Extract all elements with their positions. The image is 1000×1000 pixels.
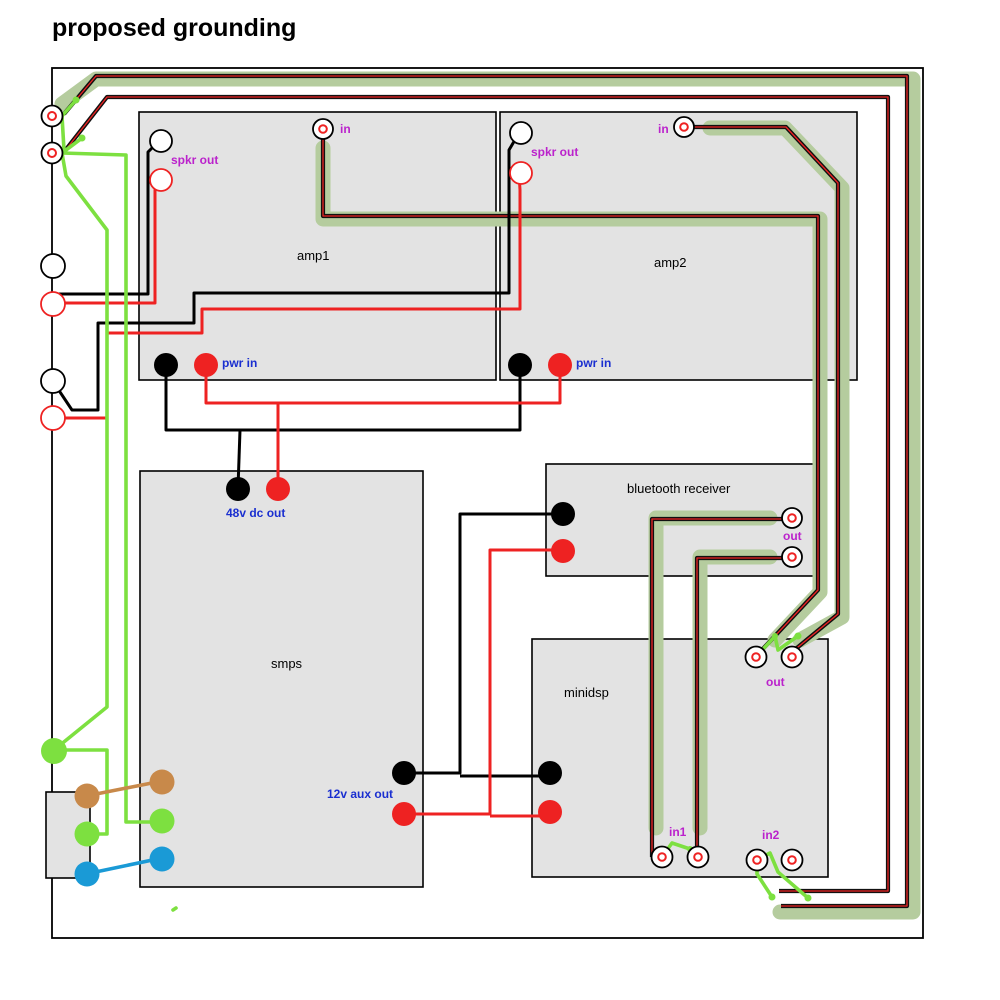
amp2-pwr-in-label: pwr in bbox=[576, 356, 611, 370]
dsp-out-jack bbox=[780, 645, 804, 669]
amp1-label: amp1 bbox=[297, 248, 330, 263]
page-title: proposed grounding bbox=[52, 14, 297, 42]
bt-out-jack bbox=[781, 507, 803, 529]
speaker-terminal-pos bbox=[40, 291, 66, 317]
amp1-spkr-out-label: spkr out bbox=[171, 153, 218, 167]
smps-dc-neg-terminal bbox=[226, 477, 250, 501]
dsp-pwr-neg-terminal bbox=[538, 761, 562, 785]
speaker-terminal-pos bbox=[40, 405, 66, 431]
amp1-spkr-neg-terminal bbox=[149, 129, 173, 153]
smps-box bbox=[139, 470, 424, 888]
aux-neg bbox=[404, 512, 562, 775]
minidsp-label: minidsp bbox=[564, 685, 609, 700]
enclosure-outline bbox=[51, 67, 924, 939]
amp2-in-jack bbox=[673, 116, 695, 138]
amp2-in-label: in bbox=[658, 122, 669, 136]
speaker-terminal-neg bbox=[40, 368, 66, 394]
aux-pos bbox=[404, 548, 562, 816]
dsp-out-label: out bbox=[766, 675, 785, 689]
bluetooth-label: bluetooth receiver bbox=[627, 481, 731, 496]
amp1-in-label: in bbox=[340, 122, 351, 136]
amp1-pwr-neg-terminal bbox=[154, 353, 178, 377]
smps-aux-pos-terminal bbox=[392, 802, 416, 826]
amp1-spkr-pos-terminal bbox=[149, 168, 173, 192]
signal-cables bbox=[62, 73, 910, 909]
dsp-in2-jack bbox=[745, 848, 769, 872]
amp1-pwr-pos-terminal bbox=[194, 353, 218, 377]
dsp-in1-jack bbox=[686, 845, 710, 869]
rca-jack bbox=[40, 141, 64, 165]
smps-label: smps bbox=[271, 656, 303, 671]
dsp-in1-label: in1 bbox=[669, 825, 687, 839]
amp2-box bbox=[499, 111, 858, 381]
amp2-label: amp2 bbox=[654, 255, 687, 270]
chassis-ground-point bbox=[41, 738, 67, 764]
amp1-pwr-in-label: pwr in bbox=[222, 356, 257, 370]
dsp-in2-jack bbox=[780, 848, 804, 872]
smps-earth-terminal bbox=[149, 808, 175, 834]
amp-pos-bus bbox=[204, 366, 562, 405]
amp2-spkr-neg-terminal bbox=[509, 121, 533, 145]
smps-dc-out-label: 48v dc out bbox=[226, 506, 285, 520]
spk-neg-amp2 bbox=[50, 132, 521, 412]
minidsp-box bbox=[531, 638, 829, 878]
dsp-pwr-pos-terminal bbox=[538, 800, 562, 824]
smps-dc-pos-terminal bbox=[266, 477, 290, 501]
ground-wire-end-dots bbox=[72, 96, 812, 902]
rca-jack bbox=[40, 104, 64, 128]
dsp-out-jack bbox=[744, 645, 768, 669]
amp1-in-jack bbox=[312, 118, 334, 140]
amp-neg-bus bbox=[164, 366, 522, 432]
smps-aux-neg-terminal bbox=[392, 761, 416, 785]
bt-out-label: out bbox=[783, 529, 802, 543]
bt-pwr-neg-terminal bbox=[551, 502, 575, 526]
inlet-earth-terminal bbox=[74, 821, 100, 847]
dsp-in1-jack bbox=[650, 845, 674, 869]
amp2-pwr-neg-terminal bbox=[508, 353, 532, 377]
inlet-live-terminal bbox=[74, 783, 100, 809]
bt-pwr-pos-terminal bbox=[551, 539, 575, 563]
amp2-spkr-out-label: spkr out bbox=[531, 145, 578, 159]
bt-out-jack bbox=[781, 546, 803, 568]
amp2-pwr-pos-terminal bbox=[548, 353, 572, 377]
inlet-neutral-terminal bbox=[74, 861, 100, 887]
speaker-terminal-neg bbox=[40, 253, 66, 279]
smps-aux-out-label: 12v aux out bbox=[327, 787, 393, 801]
amp2-spkr-pos-terminal bbox=[509, 161, 533, 185]
smps-neutral-terminal bbox=[149, 846, 175, 872]
smps-live-terminal bbox=[149, 769, 175, 795]
dsp-in2-label: in2 bbox=[762, 828, 780, 842]
